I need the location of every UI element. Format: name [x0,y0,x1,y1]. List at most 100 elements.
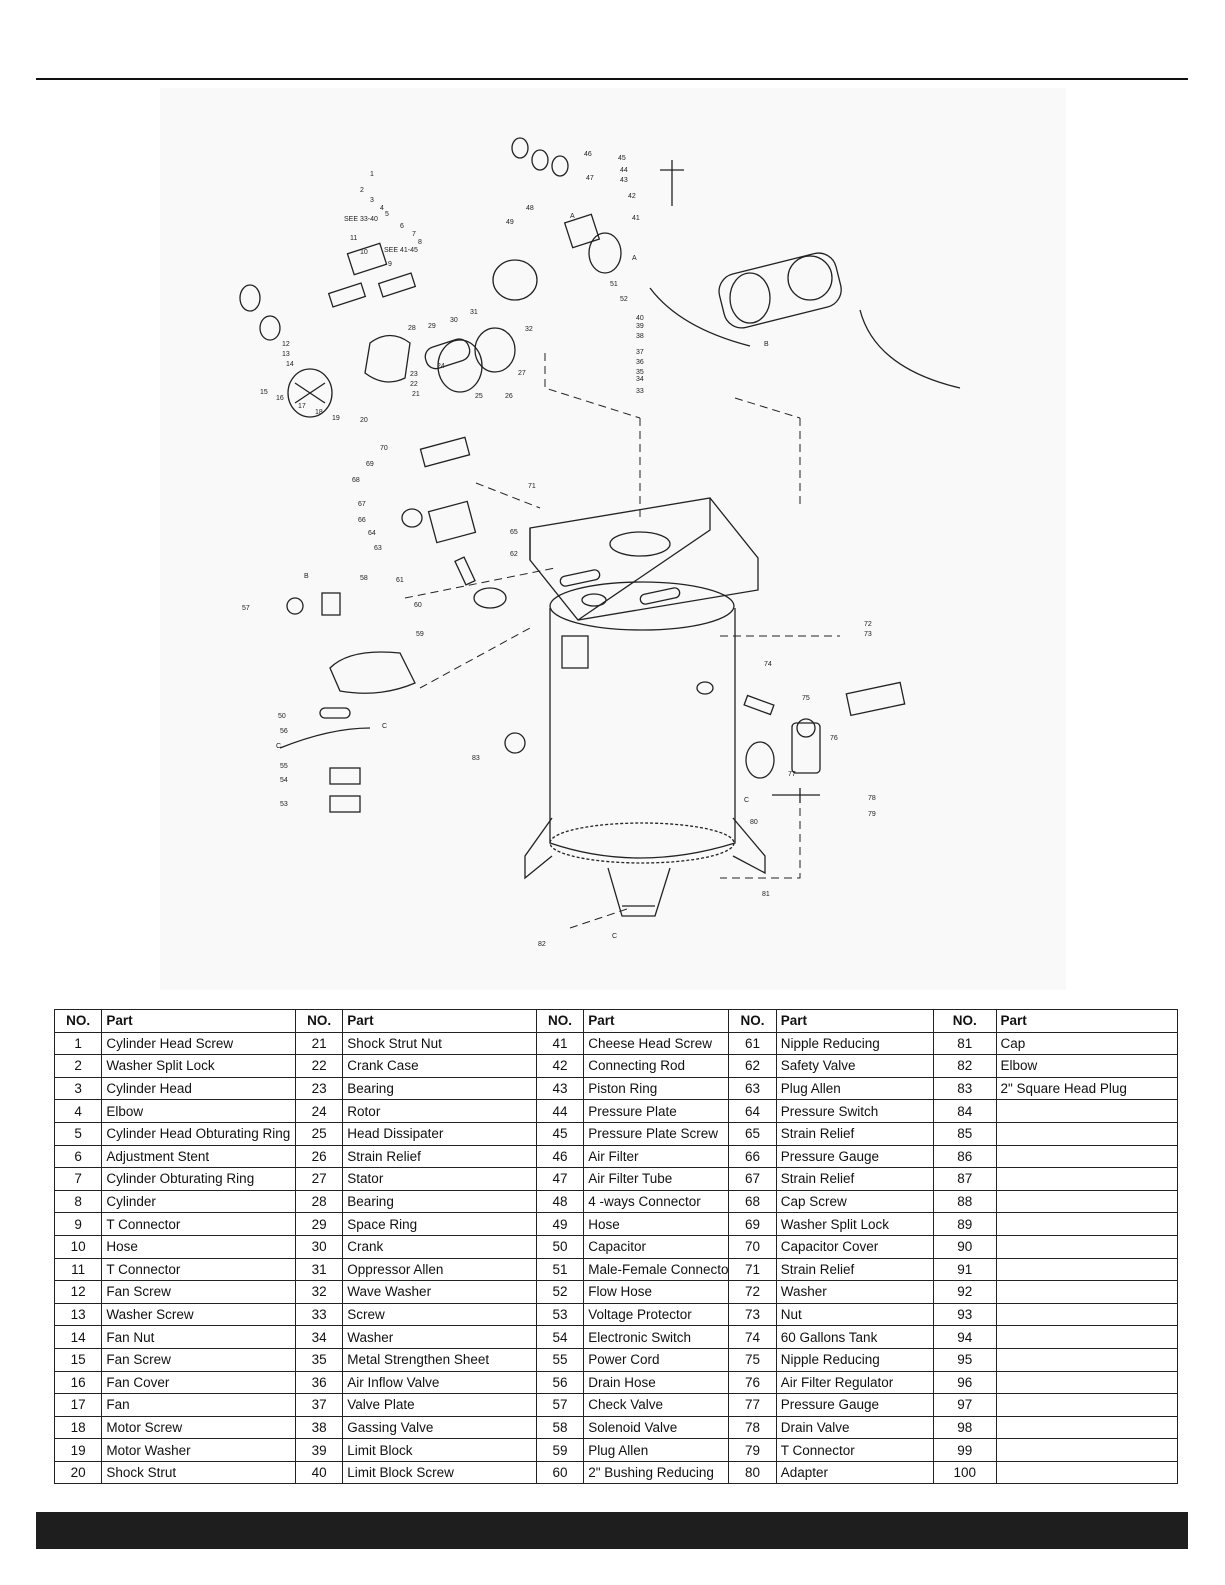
part-number: 28 [294,1189,344,1214]
part-name: Air Filter [583,1144,730,1169]
svg-text:A: A [570,213,575,220]
part-number: 17 [53,1393,103,1417]
valve-plate [346,242,388,276]
svg-text:35: 35 [636,369,644,376]
part-number: 49 [535,1212,585,1236]
part-number: 45 [535,1121,585,1146]
part-number: 86 [933,1144,997,1169]
rotor [424,338,471,370]
pressure-switch [427,500,477,544]
svg-text:55: 55 [280,763,288,770]
part-name: Hose [101,1234,296,1259]
part-name: Electronic Switch [583,1325,730,1349]
svg-text:29: 29 [428,323,436,330]
part-number: 10 [53,1234,103,1259]
part-number: 50 [535,1234,585,1259]
part-name: Pressure Gauge [775,1393,935,1417]
part-number: 92 [933,1280,997,1304]
part-number: 26 [294,1144,344,1169]
part-name: Strain Relief [775,1167,935,1191]
svg-text:2: 2 [360,187,364,194]
pressure-gauge-small [401,508,423,528]
part-name: Cylinder Head [101,1076,296,1101]
svg-text:70: 70 [380,445,388,452]
plate-cutout [609,531,671,557]
part-number: 31 [294,1257,344,1282]
tank-inlet [581,593,607,607]
svg-text:25: 25 [475,393,483,400]
part-name: Safety Valve [775,1054,935,1078]
part-number: 18 [53,1415,103,1440]
svg-text:42: 42 [628,193,636,200]
part-number: 64 [728,1099,777,1123]
drain-hose [279,727,371,749]
part-name: T Connector [775,1438,935,1462]
part-name: Plug Allen [583,1438,730,1462]
part-number: 24 [294,1099,344,1123]
part-number: 35 [294,1347,344,1372]
header-no: NO. [53,1009,103,1033]
part-number: 44 [535,1099,585,1123]
svg-text:27: 27 [518,370,526,377]
part-name: T Connector [101,1212,296,1236]
part-number: 84 [933,1099,997,1123]
part-name: Cylinder Head Obturating Ring [101,1121,296,1146]
part-number: 95 [933,1347,997,1372]
part-name: Nipple Reducing [775,1347,935,1372]
svg-text:13: 13 [282,351,290,358]
part-name: 60 Gallons Tank [775,1325,935,1349]
svg-text:31: 31 [470,309,478,316]
svg-text:57: 57 [242,605,250,612]
part-name: Shock Strut [101,1460,296,1485]
part-name: Solenoid Valve [583,1415,730,1440]
part-number: 12 [53,1280,103,1304]
electronic-switch [329,767,361,785]
part-number: 55 [535,1347,585,1372]
svg-text:74: 74 [764,661,772,668]
svg-text:18: 18 [315,409,323,416]
part-name: Head Dissipater [342,1121,537,1146]
svg-text:82: 82 [538,941,546,948]
part-name [995,1099,1178,1123]
svg-text:16: 16 [276,395,284,402]
part-number: 72 [728,1280,777,1304]
part-name: Check Valve [583,1393,730,1417]
part-name: Rotor [342,1099,537,1123]
part-name: Drain Hose [583,1370,730,1395]
part-number: 97 [933,1393,997,1417]
part-number: 77 [728,1393,777,1417]
part-name: Crank [342,1234,537,1259]
svg-text:47: 47 [586,175,594,182]
svg-text:8: 8 [418,239,422,246]
part-name [995,1347,1178,1372]
part-number: 74 [728,1325,777,1349]
part-number: 52 [535,1280,585,1304]
part-number: 98 [933,1415,997,1440]
svg-text:3: 3 [370,197,374,204]
part-number: 66 [728,1144,777,1169]
part-number: 82 [933,1054,997,1078]
part-name [995,1393,1178,1417]
part-number: 30 [294,1234,344,1259]
svg-text:5: 5 [385,211,389,218]
part-number: 9 [53,1212,103,1236]
part-number: 75 [728,1347,777,1372]
part-name: Power Cord [583,1347,730,1372]
flow-hose [649,287,751,347]
svg-text:64: 64 [368,530,376,537]
part-number: 11 [53,1257,103,1282]
t-connector [772,788,820,803]
svg-text:B: B [764,341,769,348]
svg-text:53: 53 [280,801,288,808]
part-name [995,1302,1178,1327]
